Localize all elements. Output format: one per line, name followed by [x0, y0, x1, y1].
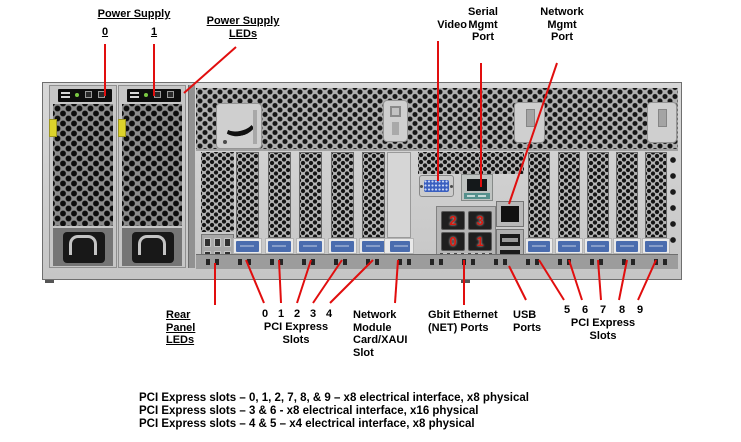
slot-number-1: 1	[277, 308, 285, 320]
net-port-1	[468, 232, 492, 251]
pci-slot-8-label	[616, 241, 638, 252]
usb-port-0	[500, 234, 520, 246]
label-video: Video	[437, 19, 467, 31]
center-latch	[383, 100, 408, 142]
bottom-rail	[196, 254, 678, 269]
right-center-latch	[514, 102, 545, 143]
note-line-2: PCI Express slots – 3 & 6 - x8 electrica…	[139, 405, 479, 418]
pci-slot-9-label	[645, 241, 667, 252]
net-port-1-number: 1	[476, 234, 484, 249]
label-usb-ports: USB Ports	[513, 309, 542, 334]
net-port-3-number: 3	[476, 213, 484, 228]
psu1-handle-bay	[122, 228, 182, 266]
gbit-ethernet-ports: 2 3 0 1	[436, 206, 496, 259]
psu0-led-panel	[58, 89, 112, 102]
label-power-supply: Power Supply	[84, 8, 184, 21]
net-port-3	[468, 211, 492, 230]
psu1-led-panel	[127, 89, 181, 102]
slot-number-4: 4	[325, 308, 333, 320]
pci-slot-1-label	[268, 241, 291, 252]
label-pci-express-slots-left: PCI Express Slots	[263, 321, 329, 346]
vent-patch-left	[201, 152, 234, 232]
pci-slot-7	[587, 152, 609, 238]
label-power-supply-1: 1	[150, 26, 158, 38]
label-power-supply-text: Power Supply	[97, 8, 171, 20]
net-port-2	[441, 211, 465, 230]
pci-slot-4	[362, 152, 385, 238]
slot-number-9: 9	[636, 304, 644, 316]
pci-slot-2-label	[299, 241, 322, 252]
label-rear-panel-leds: Rear Panel LEDs	[166, 309, 196, 346]
slot-number-5: 5	[563, 304, 571, 316]
pci-slot-2	[299, 152, 322, 238]
note-line-1: PCI Express slots – 0, 1, 2, 7, 8, & 9 –…	[139, 392, 529, 404]
label-network-mgmt-port: Network Mgmt Port	[540, 6, 584, 43]
fan-tray-handle-recess	[216, 103, 262, 149]
serial-mgmt-port	[461, 174, 493, 201]
right-edge-latch	[647, 102, 677, 143]
psu0-release-tab	[49, 119, 57, 137]
note-line-3: PCI Express slots – 4 & 5 – x4 electrica…	[139, 418, 475, 431]
network-module-xaui-slot	[387, 152, 411, 238]
serial-port-label	[464, 193, 490, 199]
net-port-2-number: 2	[449, 213, 457, 228]
power-supply-0	[49, 85, 117, 268]
psu0-bail-handle	[69, 235, 97, 255]
slot-number-0: 0	[261, 308, 269, 320]
pci-express-notes: PCI Express slots – 0, 1, 2, 7, 8, & 9 –…	[139, 392, 529, 432]
label-network-module: Network Module Card/XAUI Slot	[353, 309, 408, 359]
screw-hole-column	[667, 152, 679, 249]
net-port-0-number: 0	[449, 234, 457, 249]
vga-connector-icon	[424, 180, 449, 192]
slot-number-8: 8	[618, 304, 626, 316]
pci-slot-6	[558, 152, 580, 238]
slot-number-3: 3	[309, 308, 317, 320]
slot-number-2: 2	[293, 308, 301, 320]
pci-slot-4-label	[362, 241, 385, 252]
net-port-0	[441, 232, 465, 251]
psu0-grille	[53, 104, 113, 226]
network-mgmt-port	[496, 201, 524, 227]
label-gbit-ethernet: Gbit Ethernet (NET) Ports	[428, 309, 498, 334]
pci-slot-9	[645, 152, 667, 238]
label-power-supply-leds: Power Supply LEDs	[206, 15, 280, 40]
label-power-supply-0: 0	[101, 26, 109, 38]
pci-slot-5	[528, 152, 550, 238]
psu0-ok-led	[75, 93, 79, 97]
slot-number-6: 6	[581, 304, 589, 316]
label-pci-express-slots-right: PCI Express Slots	[570, 317, 636, 342]
video-port	[419, 175, 454, 197]
label-serial-mgmt-port: Serial Mgmt Port	[468, 6, 498, 43]
power-supply-1	[118, 85, 186, 268]
pci-slot-0	[236, 152, 259, 238]
pci-slot-0-label	[236, 241, 259, 252]
pci-slot-3	[331, 152, 354, 238]
chassis-divider	[188, 85, 195, 268]
pci-slot-1	[268, 152, 291, 238]
fan-tray-vent-band	[196, 88, 678, 149]
psu1-release-tab	[118, 119, 126, 137]
pci-slot-3-label	[331, 241, 354, 252]
psu0-handle-bay	[53, 228, 113, 266]
xaui-slot-label	[390, 241, 410, 252]
pci-slot-5-label	[528, 241, 550, 252]
vent-patch-ports	[418, 152, 524, 174]
pci-slot-6-label	[558, 241, 580, 252]
slot-number-7: 7	[599, 304, 607, 316]
psu1-grille	[122, 104, 182, 226]
pci-slot-7-label	[587, 241, 609, 252]
psu1-bail-handle	[138, 235, 166, 255]
psu1-ok-led	[144, 93, 148, 97]
pci-slot-8	[616, 152, 638, 238]
